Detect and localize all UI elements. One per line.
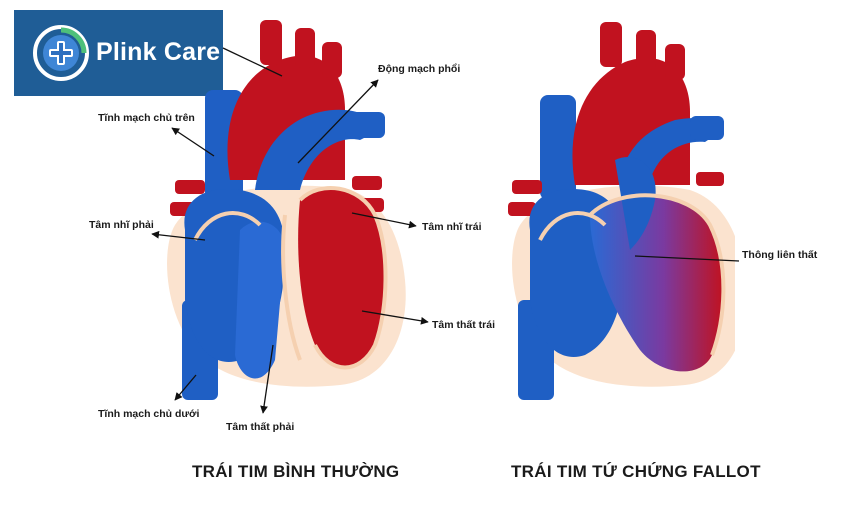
label-left-atrium: Tâm nhĩ trái — [422, 221, 482, 233]
label-right-atrium: Tâm nhĩ phải — [89, 219, 154, 231]
fallot-heart-title: TRÁI TIM TỨ CHỨNG FALLOT — [511, 462, 761, 481]
brand-logo: Plink Care — [14, 10, 223, 96]
pointer-left-atrium — [351, 212, 417, 229]
label-ventricular-septal-defect: Thông liên thất — [742, 249, 818, 261]
normal-heart-illustration — [167, 20, 406, 400]
pointer-right-ventricle — [260, 344, 274, 414]
pointer-superior-vena-cava — [171, 127, 215, 157]
label-right-ventricle: Tâm thất phải — [226, 421, 295, 433]
label-superior-vena-cava: Tĩnh mạch chủ trên — [98, 112, 195, 124]
normal-heart-title: TRÁI TIM BÌNH THƯỜNG — [192, 462, 400, 481]
pointer-right-atrium — [151, 230, 206, 241]
label-inferior-vena-cava: Tĩnh mạch chủ dưới — [98, 408, 200, 420]
label-pulmonary-artery: Động mạch phổi — [378, 63, 461, 75]
pointer-left-ventricle — [361, 310, 429, 325]
pointer-logo-aorta — [222, 47, 283, 77]
pointer-inferior-vena-cava — [174, 374, 197, 401]
pointer-pulmonary-artery — [297, 79, 379, 164]
pointer-vsd — [634, 255, 740, 262]
fallot-heart-illustration — [508, 22, 735, 400]
label-left-ventricle: Tâm thất trái — [432, 319, 496, 331]
plus-shield-icon — [33, 25, 89, 81]
brand-name: Plink Care — [96, 38, 221, 66]
